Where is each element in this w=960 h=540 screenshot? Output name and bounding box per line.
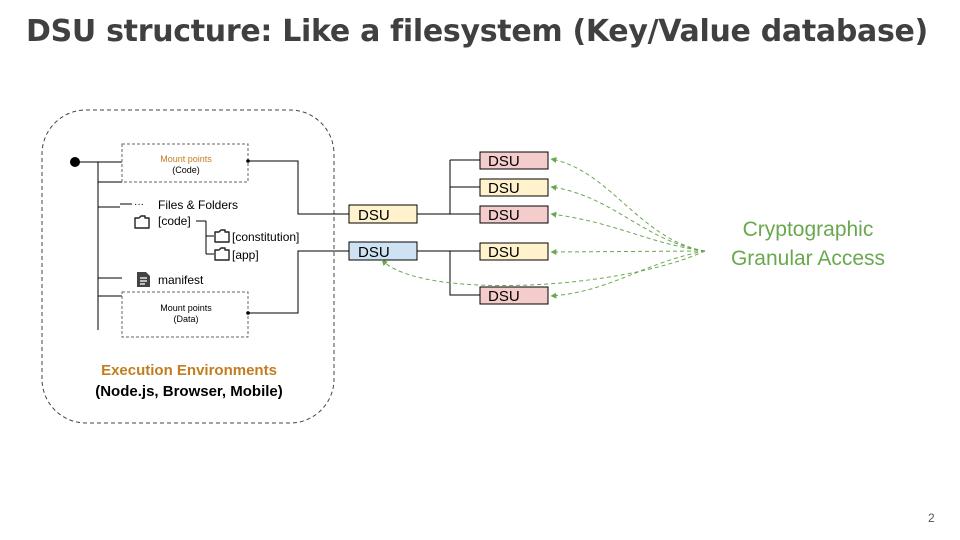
execution-environment-container <box>41 109 335 424</box>
dsu-label-mid-bottom: DSU <box>358 244 390 261</box>
dsu-box-r2 <box>479 178 549 197</box>
files-folders-label: Files & Folders <box>158 198 238 212</box>
dsu-label-r3: DSU <box>488 207 520 224</box>
env-subtitle: (Node.js, Browser, Mobile) <box>95 383 283 400</box>
mount-code-port <box>246 159 250 163</box>
mount-points-code-box <box>121 143 249 183</box>
dsu-label-r5: DSU <box>488 288 520 305</box>
mount-data-port <box>246 311 250 315</box>
access-arrows <box>381 157 706 299</box>
dsu-label-r4: DSU <box>488 244 520 261</box>
mount-points-data-box <box>121 291 249 338</box>
access-line-1: Cryptographic <box>743 218 874 241</box>
dsu-box-r4 <box>479 242 549 261</box>
folder-icon <box>134 215 150 229</box>
folder-icon <box>214 247 230 261</box>
filesystem-tree <box>75 161 214 330</box>
slide-number: 2 <box>928 511 935 525</box>
folder-code-label: [code] <box>158 214 191 228</box>
ellipsis-label: ··· <box>134 199 144 210</box>
access-line-2: Granular Access <box>731 247 885 270</box>
mount-data-sub: (Data) <box>173 314 198 324</box>
root-node <box>70 157 80 167</box>
dsu-box-r3 <box>479 205 549 224</box>
env-title: Execution Environments <box>101 362 277 379</box>
manifest-label: manifest <box>158 273 204 287</box>
document-icon <box>137 272 150 287</box>
dsu-box-r1 <box>479 151 549 170</box>
mount-data-title: Mount points <box>160 303 212 313</box>
mount-code-title: Mount points <box>160 154 212 164</box>
dsu-label-mid-top: DSU <box>358 207 390 224</box>
dsu-label-r1: DSU <box>488 153 520 170</box>
folder-app-label: [app] <box>232 248 259 262</box>
slide-title: DSU structure: Like a filesystem (Key/Va… <box>26 14 928 49</box>
connector-lines <box>248 159 480 314</box>
dsu-box-r5 <box>479 286 549 305</box>
dsu-label-r2: DSU <box>488 180 520 197</box>
dsu-box-mid-top <box>348 204 418 224</box>
mount-code-sub: (Code) <box>172 165 200 175</box>
folder-constitution-label: [constitution] <box>232 230 299 244</box>
folder-icon <box>214 229 230 243</box>
